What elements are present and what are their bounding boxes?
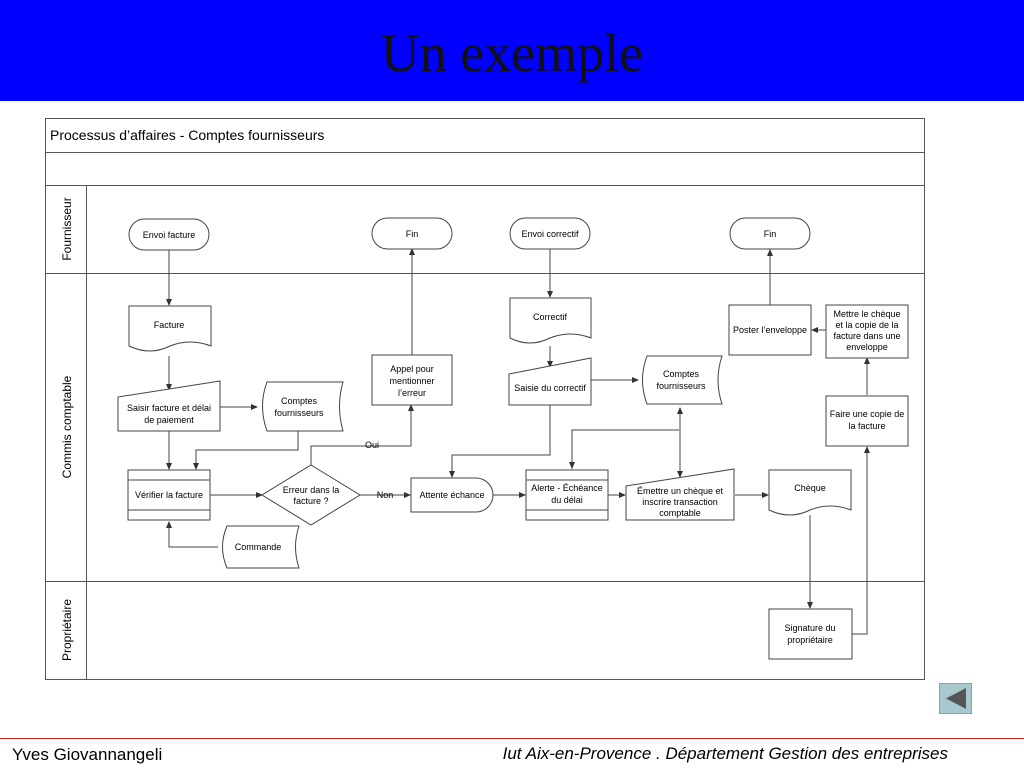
svg-text:Chèque: Chèque bbox=[794, 483, 826, 493]
svg-text:et la copie de la: et la copie de la bbox=[835, 320, 898, 330]
node-verifier-facture: Vérifier la facture bbox=[127, 469, 211, 521]
svg-text:Faire une copie de: Faire une copie de bbox=[830, 409, 905, 419]
node-envoi-facture: Envoi facture bbox=[128, 218, 210, 251]
node-saisir-facture: Saisir facture et délai de paiement bbox=[117, 380, 221, 432]
lane-label-proprietaire: Propriétaire bbox=[60, 599, 74, 661]
svg-text:la facture: la facture bbox=[848, 421, 885, 431]
node-attente-echance: Attente échance bbox=[410, 477, 494, 513]
triangle-left-icon bbox=[946, 688, 966, 709]
svg-text:Signature du: Signature du bbox=[784, 623, 835, 633]
node-saisie-correctif: Saisie du correctif bbox=[508, 357, 592, 406]
node-emettre-cheque: Émettre un chèque et inscrire transactio… bbox=[625, 468, 735, 521]
svg-text:Poster l’enveloppe: Poster l’enveloppe bbox=[733, 325, 807, 335]
svg-text:Attente échance: Attente échance bbox=[419, 490, 484, 500]
node-envoi-correctif: Envoi correctif bbox=[509, 217, 591, 250]
svg-text:Mettre le chèque: Mettre le chèque bbox=[833, 309, 900, 319]
slide-header: Un exemple bbox=[0, 0, 1024, 101]
svg-text:Vérifier la facture: Vérifier la facture bbox=[135, 490, 203, 500]
node-appel-erreur: Appel pour mentionner l’erreur bbox=[371, 354, 453, 406]
footer-divider bbox=[0, 738, 1024, 739]
svg-text:Fin: Fin bbox=[406, 229, 419, 239]
svg-text:enveloppe: enveloppe bbox=[846, 342, 888, 352]
node-mettre-cheque: Mettre le chèque et la copie de la factu… bbox=[825, 304, 909, 359]
svg-text:de paiement: de paiement bbox=[144, 415, 194, 425]
svg-text:facture dans une: facture dans une bbox=[833, 331, 900, 341]
node-cheque-document: Chèque bbox=[768, 469, 852, 516]
edge-label-non: Non bbox=[377, 490, 394, 500]
svg-text:Alerte - Échéance: Alerte - Échéance bbox=[531, 483, 603, 493]
svg-text:Correctif: Correctif bbox=[533, 312, 568, 322]
svg-text:comptable: comptable bbox=[659, 508, 701, 518]
svg-text:Erreur dans la: Erreur dans la bbox=[283, 485, 340, 495]
svg-text:inscrire transaction: inscrire transaction bbox=[642, 497, 718, 507]
diagram-title: Processus d’affaires - Comptes fournisse… bbox=[50, 127, 324, 143]
svg-text:facture ?: facture ? bbox=[293, 496, 328, 506]
svg-text:Saisie du correctif: Saisie du correctif bbox=[514, 383, 586, 393]
node-faire-copie: Faire une copie de la facture bbox=[825, 395, 909, 447]
node-alerte-echeance: Alerte - Échéance du délai bbox=[525, 469, 609, 521]
svg-text:Envoi correctif: Envoi correctif bbox=[521, 229, 579, 239]
diagram-frame bbox=[45, 118, 925, 680]
footer-institution: Iut Aix-en-Provence . Département Gestio… bbox=[502, 744, 948, 763]
svg-text:Comptes: Comptes bbox=[281, 396, 318, 406]
lane-label-fournisseur: Fournisseur bbox=[60, 197, 74, 260]
svg-text:Fin: Fin bbox=[764, 229, 777, 239]
svg-text:Appel pour: Appel pour bbox=[390, 364, 434, 374]
connectors bbox=[166, 248, 870, 635]
back-button[interactable] bbox=[939, 683, 972, 714]
svg-text:l’erreur: l’erreur bbox=[398, 388, 426, 398]
svg-text:Comptes: Comptes bbox=[663, 369, 700, 379]
node-signature-proprietaire: Signature du propriétaire bbox=[768, 608, 853, 660]
svg-text:Facture: Facture bbox=[154, 320, 185, 330]
node-comptes-fournisseurs-2: Comptes fournisseurs bbox=[642, 355, 723, 405]
svg-text:Saisir facture et délai: Saisir facture et délai bbox=[127, 403, 211, 413]
node-correctif-document: Correctif bbox=[509, 297, 592, 344]
svg-text:mentionner: mentionner bbox=[389, 376, 434, 386]
lane-label-commis-comptable: Commis comptable bbox=[60, 375, 74, 478]
svg-text:fournisseurs: fournisseurs bbox=[274, 408, 324, 418]
svg-text:du délai: du délai bbox=[551, 495, 583, 505]
edge-label-oui: Oui bbox=[365, 440, 379, 450]
node-fin-2: Fin bbox=[729, 217, 811, 250]
svg-text:Envoi facture: Envoi facture bbox=[143, 230, 196, 240]
node-comptes-fournisseurs-1: Comptes fournisseurs bbox=[262, 381, 344, 432]
svg-text:Émettre un chèque et: Émettre un chèque et bbox=[637, 486, 724, 496]
node-commande: Commande bbox=[222, 525, 300, 569]
node-facture-document: Facture bbox=[128, 305, 212, 352]
node-erreur-decision: Erreur dans la facture ? bbox=[261, 464, 361, 526]
svg-text:fournisseurs: fournisseurs bbox=[656, 381, 706, 391]
svg-text:propriétaire: propriétaire bbox=[787, 635, 833, 645]
node-fin-1: Fin bbox=[371, 217, 453, 250]
slide-title: Un exemple bbox=[380, 23, 644, 83]
node-poster-enveloppe: Poster l’enveloppe bbox=[728, 304, 812, 356]
svg-text:Commande: Commande bbox=[235, 542, 282, 552]
footer-author: Yves Giovannangeli bbox=[12, 745, 163, 764]
